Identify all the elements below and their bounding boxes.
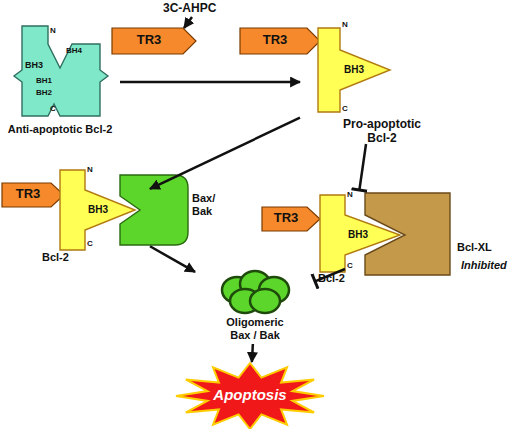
arrow-connector [252,344,253,362]
terminus-label: C [87,239,93,248]
protein-name: TR3 [240,33,310,48]
protein-name: Bcl-XL [457,241,492,254]
terminus-label: N [347,190,353,199]
domain-label: BH3 [344,64,364,76]
inhibition-connector [315,269,345,281]
domain-label: BH3 [88,204,108,216]
node-heading: Pro-apoptotic Bcl-2 [332,118,432,146]
protein-name: TR3 [262,211,310,226]
drug-name: 3C-AHPC [163,2,216,16]
node-outline [110,170,235,250]
domain-label: BH2 [36,88,52,97]
tr3-arrow: TR3 [112,28,196,54]
arrow-connector [120,81,300,84]
terminus-label: C [50,104,56,113]
domain-label: BH4 [66,46,82,55]
tr3-arrow: TR3 [2,183,64,207]
outcome-label: Apoptosis [175,386,325,403]
arrow-connector [150,118,300,189]
apoptosis-burst: Apoptosis [175,362,325,429]
domain-label: BH3 [25,60,43,70]
anti-apoptotic-bcl2: N BH4BH3BH1BH2C Anti-apoptotic Bcl-2 [0,20,120,144]
status-label: Inhibited [461,259,507,272]
oligomer-cluster: Oligomeric Bax / Bak [195,268,315,344]
protein-name: TR3 [2,187,54,202]
domain-label: BH1 [36,76,52,85]
node-heading: Oligomeric Bax / Bak [215,316,295,341]
drug-arrow [184,17,192,28]
tr3-arrow: TR3 [262,207,320,231]
terminus-label: N [50,26,56,35]
domain-label: BH3 [348,229,368,241]
tr3-arrow: TR3 [240,28,320,54]
bcl-xl-protein: Bcl-XL Inhibited [345,183,520,283]
inhibition-connector [359,144,366,190]
protein-name: Bax/ Bak [192,192,232,217]
bax-bak-protein: Bax/ Bak [110,170,235,250]
protein-name: Bcl-2 [42,251,69,264]
terminus-label: N [342,20,348,29]
arrow-connector [150,246,195,272]
terminus-label: C [347,261,353,270]
protein-name: TR3 [112,33,186,48]
terminus-label: N [87,165,93,174]
node-heading: Anti-apoptotic Bcl-2 [0,123,120,136]
terminus-label: C [342,104,348,113]
pro-apoptotic-bcl2: N BH3C Pro-apoptotic Bcl-2 [300,20,450,144]
